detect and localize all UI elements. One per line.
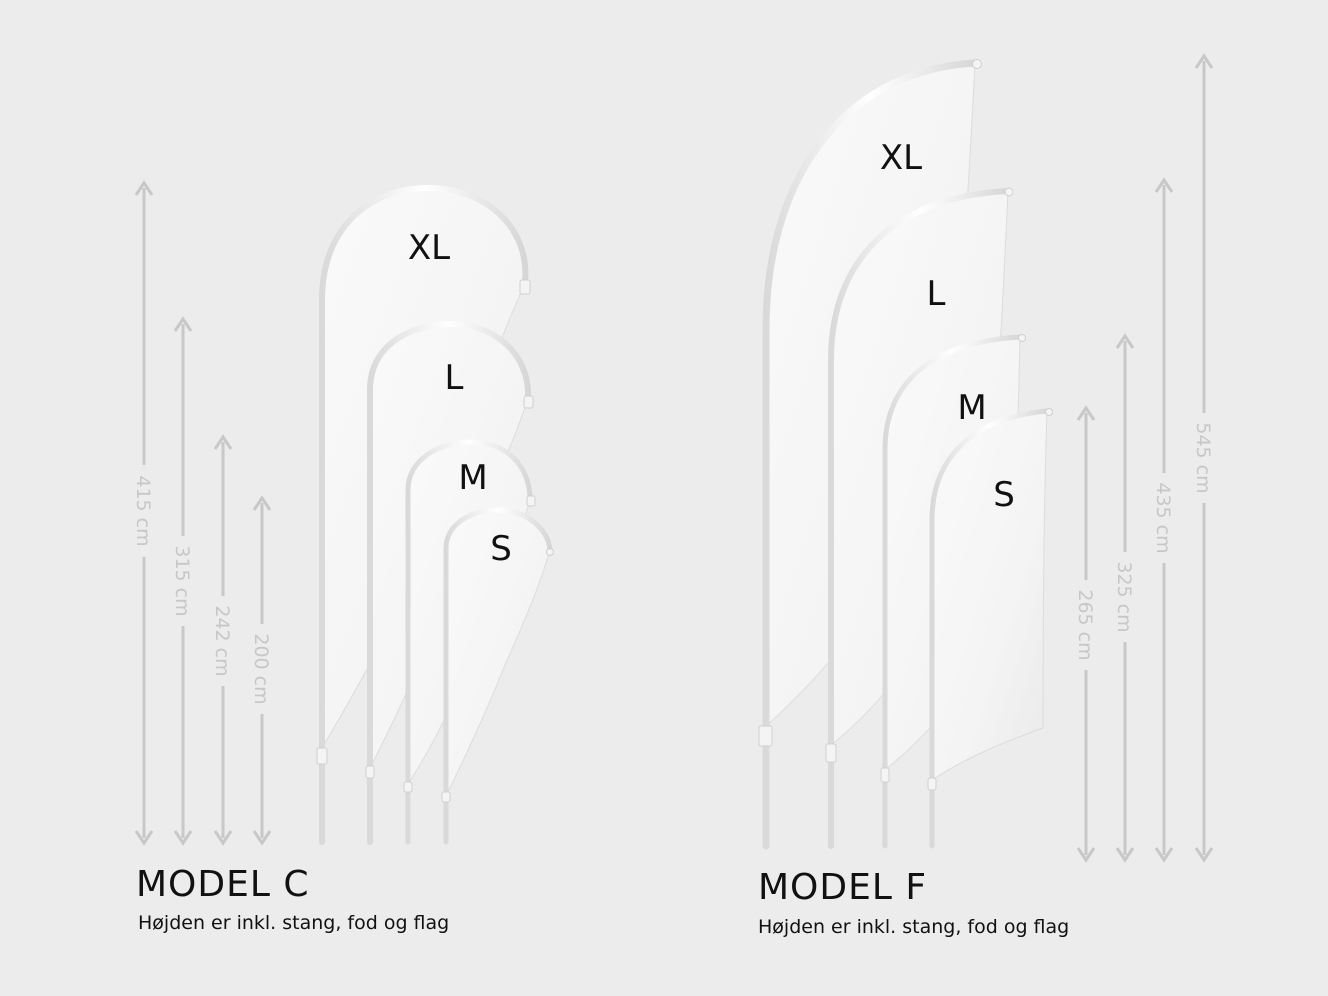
model-c-dimension-xl: 415 cm (132, 180, 154, 846)
model-f-height-label-l: 435 cm (1152, 482, 1174, 553)
model-f-dimension-s: 265 cm (1074, 405, 1096, 863)
model-c-height-label-l: 315 cm (171, 545, 193, 616)
model-c-size-label-l: L (445, 358, 464, 398)
model-c-dimension-s: 200 cm (250, 495, 272, 846)
model-c-height-label-s: 200 cm (250, 633, 272, 704)
model-f-height-label-s: 265 cm (1074, 589, 1096, 660)
model-f-size-label-s: S (993, 475, 1015, 515)
model-c-size-label-m: M (458, 458, 487, 498)
model-f-title: MODEL F (758, 867, 928, 908)
model-f-subtitle: Højden er inkl. stang, fod og flag (758, 916, 1070, 938)
model-f-diagram: XL L M S 265 cm 325 cm 435 cm (758, 53, 1214, 863)
model-c-dimension-m: 242 cm (211, 434, 233, 846)
model-c-size-label-xl: XL (408, 228, 450, 268)
model-f-size-label-l: L (927, 274, 946, 314)
model-c-size-label-s: S (490, 529, 512, 569)
model-c-dimension-l: 315 cm (171, 316, 193, 846)
model-f-size-label-m: M (957, 388, 986, 428)
model-f-dimension-m: 325 cm (1113, 333, 1135, 863)
model-f-height-label-xl: 545 cm (1192, 422, 1214, 493)
model-c-height-label-m: 242 cm (211, 605, 233, 676)
model-f-dimension-l: 435 cm (1152, 177, 1174, 863)
model-f-dimension-xl: 545 cm (1192, 53, 1214, 863)
model-c-title: MODEL C (136, 864, 310, 905)
model-c-diagram: XL L M S 415 cm 315 cm 242 cm (132, 180, 554, 846)
model-c-height-label-xl: 415 cm (132, 475, 154, 546)
model-c-flag-s (441, 507, 554, 845)
model-c-subtitle: Højden er inkl. stang, fod og flag (138, 912, 450, 934)
model-f-size-label-xl: XL (880, 138, 922, 178)
model-f-height-label-m: 325 cm (1113, 561, 1135, 632)
model-f-flag-s (927, 408, 1053, 849)
